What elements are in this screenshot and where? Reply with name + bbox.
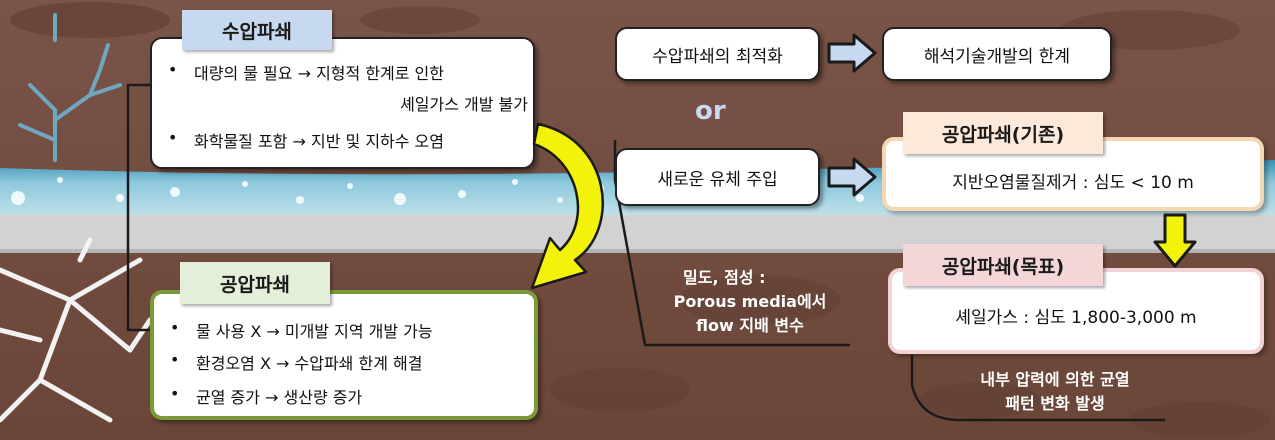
bullet-dot: • — [170, 384, 180, 403]
hydraulic-item-2: • 화학물질 포함 → 지반 및 지하수 오염 — [168, 128, 528, 152]
or-label: or — [695, 96, 726, 126]
bullet-dot: • — [168, 60, 178, 79]
hydraulic-item-1-line1: 대량의 물 필요 → 지형적 한계로 인한 — [194, 64, 445, 83]
arrow-right-icon — [827, 157, 877, 197]
pneumatic-item-2: • 환경오염 X → 수압파쇄 한계 해결 — [170, 350, 520, 373]
pneumatic-item-3-text: 균열 증가 → 생산량 증가 — [196, 388, 363, 407]
hydraulic-fracturing-panel — [150, 37, 535, 169]
hydraulic-item-1: • 대량의 물 필요 → 지형적 한계로 인한 셰일가스 개발 불가 — [168, 60, 528, 114]
optimize-box: 수압파쇄의 최적화 — [615, 27, 820, 81]
bullet-dot: • — [170, 350, 180, 369]
new-fluid-box: 새로운 유체 주입 — [615, 148, 820, 206]
density-note-line3: flow 지배 변수 — [696, 316, 804, 335]
arrow-down-icon — [1153, 213, 1197, 268]
density-note-line2: Porous media에서 — [673, 292, 827, 311]
hydraulic-fracturing-title: 수압파쇄 — [182, 10, 332, 50]
target-pneumatic-title: 공압파쇄(목표) — [903, 244, 1103, 286]
crack-note-line2: 패턴 변화 발생 — [1005, 394, 1105, 413]
curved-yellow-arrow — [530, 122, 604, 290]
existing-pneumatic-title: 공압파쇄(기존) — [903, 112, 1103, 154]
crack-note: 내부 압력에 의한 균열 패턴 변화 발생 — [925, 368, 1185, 416]
bullet-dot: • — [170, 318, 180, 337]
existing-pneumatic-text: 지반오염물질제거 : 심도 < 10 m — [952, 172, 1194, 193]
hydraulic-item-1-line2: 셰일가스 개발 불가 — [400, 95, 528, 114]
arrow-right-icon — [827, 33, 877, 73]
pneumatic-item-3: • 균열 증가 → 생산량 증가 — [170, 384, 520, 407]
target-pneumatic-text: 셰일가스 : 심도 1,800-3,000 m — [955, 307, 1197, 328]
pneumatic-item-1: • 물 사용 X → 미개발 지역 개발 가능 — [170, 318, 520, 341]
crack-note-line1: 내부 압력에 의한 균열 — [980, 370, 1130, 389]
density-note-line1: 밀도, 점성 : — [683, 268, 766, 287]
pneumatic-item-2-text: 환경오염 X → 수압파쇄 한계 해결 — [196, 354, 423, 373]
density-note: 밀도, 점성 : Porous media에서 flow 지배 변수 — [655, 266, 845, 338]
pneumatic-fracturing-panel — [150, 290, 538, 420]
analysis-limit-box: 해석기술개발의 한계 — [882, 27, 1112, 81]
hydraulic-item-2-text: 화학물질 포함 → 지반 및 지하수 오염 — [194, 132, 445, 151]
pneumatic-item-1-text: 물 사용 X → 미개발 지역 개발 가능 — [196, 322, 433, 341]
bullet-dot: • — [168, 128, 178, 147]
pneumatic-fracturing-title: 공압파쇄 — [180, 262, 330, 304]
